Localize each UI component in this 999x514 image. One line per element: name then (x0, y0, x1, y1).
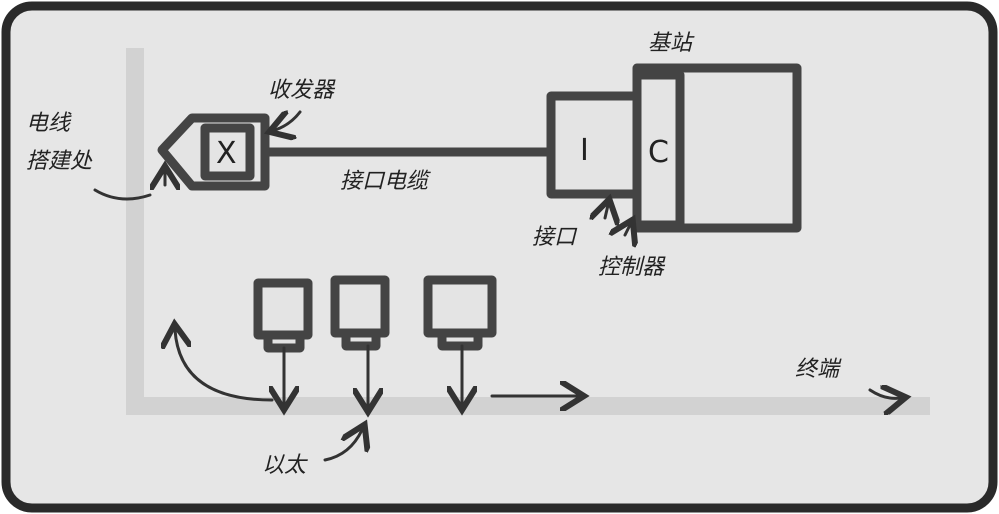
ethernet-bus (126, 48, 930, 415)
controller-mark: C (648, 135, 669, 170)
base-station: I C (546, 63, 802, 233)
interface-pointer (605, 205, 608, 218)
label-terminator: 终端 (795, 357, 842, 382)
left-up-arrow (175, 330, 274, 402)
ethernet-pointer (323, 430, 362, 462)
label-cable-site-2: 搭建处 (26, 149, 93, 174)
cable-site-pointer (93, 188, 152, 201)
label-controller: 控制器 (598, 255, 666, 280)
interface-box (546, 91, 642, 199)
label-interface: 接口 (532, 225, 578, 250)
terminal-2 (330, 275, 390, 406)
transceiver-mark: X (216, 136, 237, 171)
terminator-pointer (868, 390, 900, 398)
transceiver-pointer (275, 112, 302, 130)
terminal-1 (253, 278, 313, 404)
interface-mark: I (580, 133, 589, 168)
label-cable-site-1: 电线 (26, 111, 72, 136)
controller-pointer (625, 225, 630, 235)
label-base-station: 基站 (648, 31, 695, 56)
label-ethernet: 以太 (262, 453, 308, 478)
label-interface-cable: 接口电缆 (340, 169, 431, 194)
terminal-3 (423, 275, 497, 404)
label-transceiver: 收发器 (268, 78, 336, 103)
